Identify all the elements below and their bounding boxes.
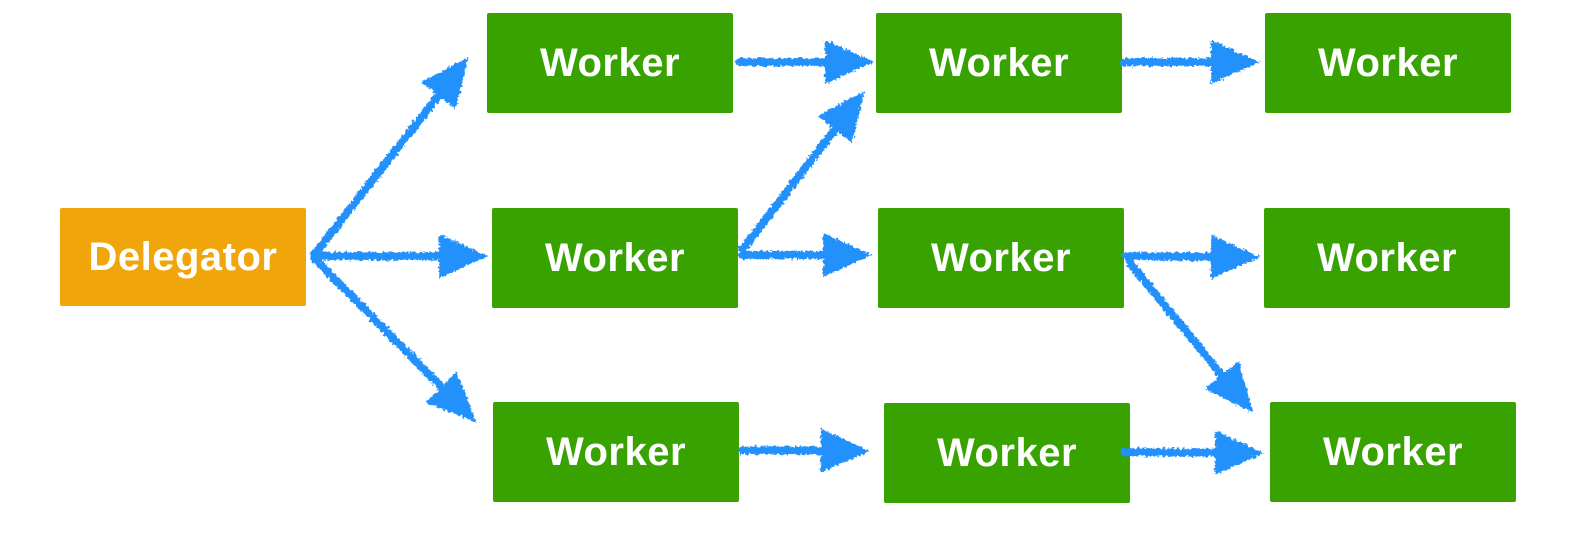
node-label: Worker — [928, 40, 1070, 85]
edge-worker-mid-1-to-worker-top-2 — [738, 90, 865, 254]
node-label: Worker — [930, 235, 1072, 280]
node-label: Worker — [936, 430, 1078, 475]
node-worker-bottom-1: Worker — [493, 402, 739, 502]
edge-worker-bottom-1-to-worker-bottom-2 — [738, 428, 870, 473]
edge-worker-mid-2-to-worker-bottom-3 — [1126, 259, 1253, 413]
node-worker-mid-3: Worker — [1264, 208, 1510, 308]
edge-worker-bottom-2-to-worker-bottom-3 — [1120, 430, 1264, 475]
node-label: Worker — [1316, 235, 1458, 280]
node-worker-top-1: Worker — [487, 13, 733, 113]
node-worker-mid-2: Worker — [878, 208, 1124, 308]
node-label: Worker — [545, 429, 687, 474]
node-worker-bottom-2: Worker — [884, 403, 1130, 503]
node-delegator: Delegator — [60, 208, 306, 306]
node-worker-bottom-3: Worker — [1270, 402, 1516, 502]
node-label: Worker — [1322, 429, 1464, 474]
edge-delegator-to-worker-bottom-1 — [310, 254, 476, 422]
edge-worker-mid-2-to-worker-mid-3 — [1122, 234, 1260, 279]
edge-delegator-to-worker-top-1 — [310, 56, 469, 259]
node-label: Delegator — [88, 234, 278, 279]
node-label: Worker — [544, 235, 686, 280]
node-worker-top-3: Worker — [1265, 13, 1511, 113]
node-label: Worker — [1317, 40, 1459, 85]
node-label: Worker — [539, 40, 681, 85]
node-worker-top-2: Worker — [876, 13, 1122, 113]
node-worker-mid-1: Worker — [492, 208, 738, 308]
